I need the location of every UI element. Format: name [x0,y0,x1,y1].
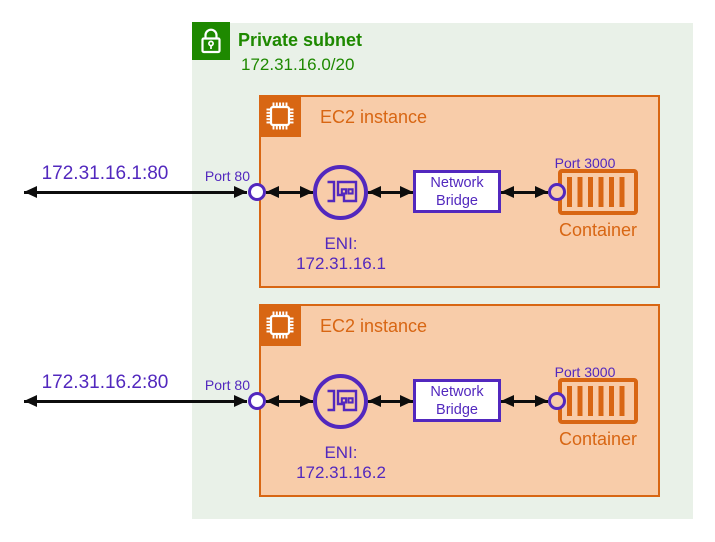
network-bridge-box: Network Bridge [413,170,501,213]
subnet-cidr: 172.31.16.0/20 [241,55,355,74]
container-bars [567,177,630,207]
eni-to-bridge-arrow [368,190,413,194]
eni-port-circle [248,392,266,410]
eni-port-label: Port 80 [204,377,250,393]
eni-label: ENI:172.31.16.1 [280,234,402,274]
ec2-instance-title: EC2 instance [320,316,428,336]
subnet-title: Private subnet [238,30,363,50]
container-icon [558,169,638,215]
eni-title: ENI: [324,443,358,462]
eni-ip: 172.31.16.2 [296,463,386,482]
eni-ip: 172.31.16.1 [296,254,386,273]
ec2-instance-title: EC2 instance [320,107,428,127]
port-to-eni-arrow [266,399,313,403]
bridge-to-container-arrow [501,399,548,403]
network-interface-icon [313,165,368,220]
ec2-instance-group-2: EC2 instance 172.31.16.2:80 Port 80 ENI:… [0,304,715,504]
port-to-eni-arrow [266,190,313,194]
container-label: Container [558,220,638,240]
endpoint-label: 172.31.16.2:80 [41,372,169,393]
endpoint-label: 172.31.16.1:80 [41,163,169,184]
chip-icon [259,95,301,137]
network-bridge-box: Network Bridge [413,379,501,422]
eni-label: ENI:172.31.16.2 [280,443,402,483]
lock-icon [192,22,230,60]
chip-icon [259,304,301,346]
bridge-to-container-arrow [501,190,548,194]
container-port-label: Port 3000 [554,155,616,171]
container-port-label: Port 3000 [554,364,616,380]
container-port-circle [548,183,566,201]
ec2-instance-group-1: EC2 instance 172.31.16.1:80 Port 80 ENI:… [0,95,715,295]
external-traffic-arrow [24,190,247,194]
network-interface-icon [313,374,368,429]
eni-port-label: Port 80 [204,168,250,184]
eni-port-circle [248,183,266,201]
container-bars [567,386,630,416]
external-traffic-arrow [24,399,247,403]
container-port-circle [548,392,566,410]
container-label: Container [558,429,638,449]
container-icon [558,378,638,424]
eni-to-bridge-arrow [368,399,413,403]
eni-title: ENI: [324,234,358,253]
